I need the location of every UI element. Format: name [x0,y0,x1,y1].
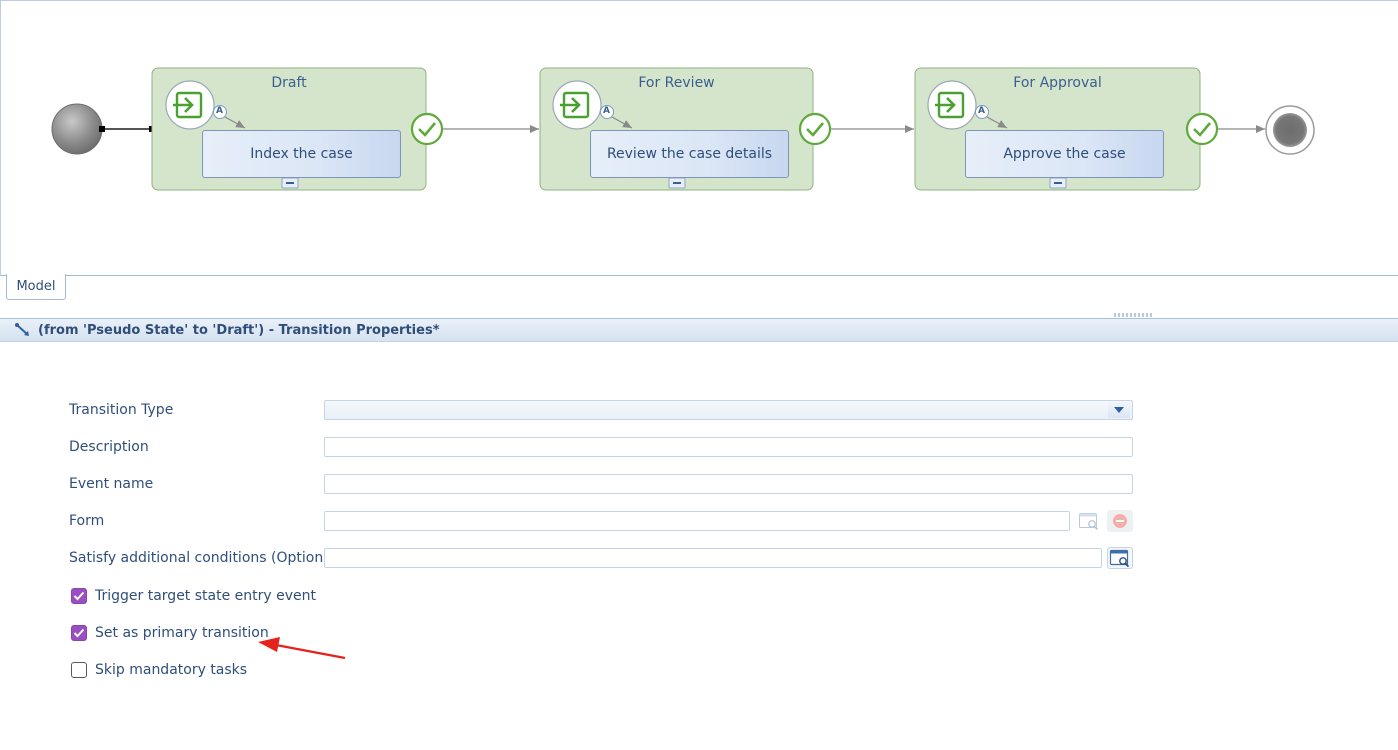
end-state-inner [1273,113,1307,147]
auto-badge-label: A [978,106,985,116]
auto-badge-icon [975,105,989,119]
description-label: Description [69,439,149,455]
auto-badge-icon [213,105,227,119]
auto-badge-label: A [603,106,610,116]
splitter-grip[interactable] [1114,313,1154,317]
auto-pointer-icon [224,116,246,129]
stage-title-for-approval: For Approval [1013,75,1102,91]
trigger-entry-event-label: Trigger target state entry event [95,588,317,604]
checkbox-checked-icon[interactable] [71,625,87,641]
form-lookup-icon[interactable] [1076,510,1102,532]
event-name-input[interactable] [324,474,1133,494]
checkbox-checked-icon[interactable] [71,588,87,604]
form-label: Form [69,513,105,529]
auto-pointer-icon [611,116,633,129]
chevron-down-icon[interactable] [1108,402,1130,418]
conditions-lookup-icon[interactable] [1107,547,1133,569]
task-review-the-case-details[interactable]: Review the case details [590,130,789,178]
auto-pointer-icon [986,116,1008,129]
task-approve-the-case[interactable]: Approve the case [965,130,1164,178]
entry-icon[interactable] [165,80,215,130]
primary-transition-label: Set as primary transition [95,625,269,641]
form-input[interactable] [324,511,1070,531]
start-state-node[interactable] [51,103,103,155]
event-name-label: Event name [69,476,154,492]
transition-handle-start[interactable] [99,126,105,132]
tab-model[interactable]: Model [6,274,66,300]
entry-icon[interactable] [927,80,977,130]
stage-title-draft: Draft [271,75,307,91]
skip-mandatory-tasks-checkbox[interactable]: Skip mandatory tasks [71,662,247,678]
check-icon[interactable] [1185,112,1219,146]
form-remove-icon[interactable] [1107,510,1133,532]
description-input[interactable] [324,437,1133,457]
auto-badge-icon [600,105,614,119]
conditions-label: Satisfy additional conditions (Optional) [69,550,342,566]
properties-panel-header: (from 'Pseudo State' to 'Draft') - Trans… [0,318,1398,342]
transition-type-label: Transition Type [69,402,174,418]
skip-mandatory-tasks-label: Skip mandatory tasks [95,662,248,678]
task-index-the-case[interactable]: Index the case [202,130,401,178]
check-icon[interactable] [410,112,444,146]
primary-transition-checkbox[interactable]: Set as primary transition [71,625,269,641]
checkbox-unchecked-icon[interactable] [71,662,87,678]
trigger-entry-event-checkbox[interactable]: Trigger target state entry event [71,588,316,604]
transition-type-dropdown[interactable] [324,400,1133,420]
entry-icon[interactable] [552,80,602,130]
annotation-arrow-icon [258,637,346,660]
conditions-input[interactable] [324,548,1102,568]
panel-title: (from 'Pseudo State' to 'Draft') - Trans… [38,322,440,338]
process-diagram-canvas[interactable]: Draft For Review For Approval A A A Inde… [0,0,1398,276]
stage-title-for-review: For Review [638,75,715,91]
auto-badge-label: A [216,106,223,116]
check-icon[interactable] [798,112,832,146]
transition-icon [14,322,32,338]
